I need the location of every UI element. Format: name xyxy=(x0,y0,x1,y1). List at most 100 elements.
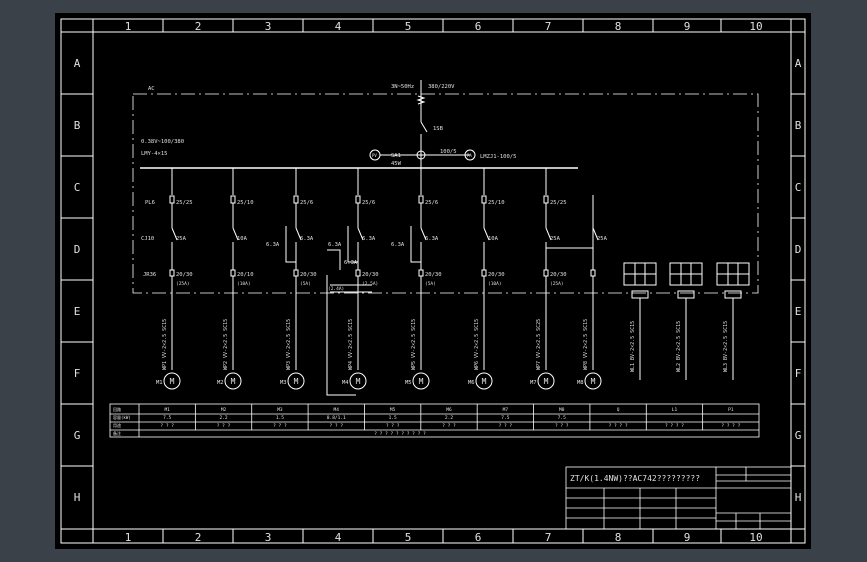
column-label: 10 xyxy=(749,531,762,544)
row-label: B xyxy=(795,119,802,132)
circuit-table-columns: M17.5? ? ?M22.2? ? ?M31.5? ? ?M40.8/1.1?… xyxy=(160,404,741,430)
column-label: 5 xyxy=(405,531,412,544)
table-cell-name: M5 xyxy=(390,407,396,413)
table-cell-name: M4 xyxy=(334,407,340,413)
motor-symbol xyxy=(537,372,555,390)
ct-model: LMZJ1-100/5 xyxy=(480,154,516,160)
table-cell-kw: 1.5 xyxy=(389,415,397,421)
table-row-label: 回路 xyxy=(113,406,121,412)
row-label: B xyxy=(74,119,81,132)
incomer-lines xyxy=(140,80,578,169)
breaker-rating: 25/25 xyxy=(176,200,193,206)
table-cell-kw: 2.2 xyxy=(219,415,227,421)
row-label: E xyxy=(795,305,802,318)
motor-symbol xyxy=(163,372,181,390)
table-cell-kw: 7.5 xyxy=(163,415,171,421)
ammeter-symbol xyxy=(464,149,476,161)
feeder-cable-spec: WP7 VV-2×2.5 SC25 xyxy=(536,319,542,370)
aux-contact-rating: 6.3A xyxy=(391,242,405,248)
row-label: H xyxy=(795,491,802,504)
table-cell-kw: 1.5 xyxy=(276,415,284,421)
relay-subrating: (10A) xyxy=(488,281,502,287)
socket-wl2 xyxy=(669,262,703,380)
relay-rating: 20/30 xyxy=(300,272,317,278)
row-label: D xyxy=(74,243,81,256)
supply-label: AC xyxy=(148,86,155,92)
table-cell-use: ? ? ? xyxy=(499,423,513,429)
row-label: A xyxy=(795,57,802,70)
contactor-symbol xyxy=(545,227,552,241)
breaker-rating: 25/6 xyxy=(362,200,375,206)
relay-subrating: (25A) xyxy=(550,281,564,287)
feeder-cable-spec: WP4 VV-2×2.5 SC15 xyxy=(348,319,354,370)
row-label: E xyxy=(74,305,81,318)
breaker-rating: 25/10 xyxy=(488,200,505,206)
motor-letter: M xyxy=(170,377,175,386)
motor-symbol xyxy=(349,372,367,390)
motor-symbol xyxy=(584,372,602,390)
row-label: D xyxy=(795,243,802,256)
motor-letter: M xyxy=(544,377,549,386)
table-cell-use: ? ? ? ? xyxy=(665,423,684,429)
motor-symbol xyxy=(287,372,305,390)
table-row-label: 备注 xyxy=(113,430,121,436)
feeder-m1 xyxy=(163,168,181,390)
column-label: 3 xyxy=(265,20,272,33)
volt-switch-sub: 45W xyxy=(391,161,402,167)
motor-id: M3 xyxy=(280,380,287,386)
contactor-rating: 6.3A xyxy=(362,236,376,242)
voltmeter-symbol xyxy=(369,149,381,161)
table-cell-use: ? ? ? xyxy=(273,423,287,429)
column-label: 2 xyxy=(195,20,202,33)
socket-cable-spec: WL3 BV-2×2.5 SC15 xyxy=(723,321,729,372)
column-label: 4 xyxy=(335,20,342,33)
feeder-cable-spec: WP3 VV-2×2.5 SC15 xyxy=(286,319,292,370)
relay-subrating: (25A) xyxy=(176,281,190,287)
component-type-label: CJ10 xyxy=(141,236,154,242)
table-cell-kw: 2.2 xyxy=(445,415,453,421)
table-cell-use: ? ? ? xyxy=(442,423,456,429)
row-label: F xyxy=(74,367,81,380)
aux-contact-rating: 6.3A xyxy=(344,260,358,266)
drawing-sheet xyxy=(55,13,811,549)
table-cell-name: M3 xyxy=(277,407,283,413)
feeder-cable-spec: WP5 VV-2×2.5 SC15 xyxy=(411,319,417,370)
reversing-link-line xyxy=(546,247,594,262)
current-transformer-symbol xyxy=(416,150,426,160)
motor-id: M2 xyxy=(217,380,224,386)
table-cell-use: ? ? ? ? xyxy=(609,423,628,429)
column-label: 7 xyxy=(545,20,552,33)
column-label: 6 xyxy=(475,20,482,33)
column-label: 8 xyxy=(615,531,622,544)
relay-subrating: (5A) xyxy=(300,281,311,287)
breaker-rating: 25/6 xyxy=(300,200,313,206)
socket-cable-spec: WL1 BV-2×2.5 SC15 xyxy=(630,321,636,372)
table-cell-use: ? ? ? xyxy=(386,423,400,429)
cable-spec: LMY-4×15 xyxy=(141,151,168,157)
motor-letter: M xyxy=(356,377,361,386)
row-label: G xyxy=(74,429,81,442)
breaker-rating: 25/25 xyxy=(550,200,567,206)
table-row-labels: 回路 容量(kW) 用途 备注 ? ? ? ? ? ? ? ? ? ? xyxy=(113,406,426,437)
contactor-symbol xyxy=(420,227,427,241)
table-cell-use: ? ? ? xyxy=(160,423,174,429)
motor-letter: M xyxy=(591,377,596,386)
feeder-m3 xyxy=(285,168,305,390)
motor-letter: M xyxy=(482,377,487,386)
table-cell-name: M8 xyxy=(559,407,565,413)
table-cell-name: M7 xyxy=(503,407,509,413)
motor-letter: M xyxy=(294,377,299,386)
contactor-symbol xyxy=(295,227,302,241)
table-cell-use: ? ? ? xyxy=(555,423,569,429)
feeder-m7 xyxy=(537,168,555,390)
aux-contact-wiring xyxy=(347,226,358,263)
enclosure-dashed-boundary xyxy=(132,93,759,294)
table-cell-kw: 0.8/1.1 xyxy=(327,415,346,421)
supply-spec: 3N~50Hz xyxy=(391,84,414,90)
table-row-label: 用途 xyxy=(113,422,121,428)
contactor-symbol xyxy=(592,227,599,241)
column-label: 7 xyxy=(545,531,552,544)
feeder-m5 xyxy=(410,168,430,390)
